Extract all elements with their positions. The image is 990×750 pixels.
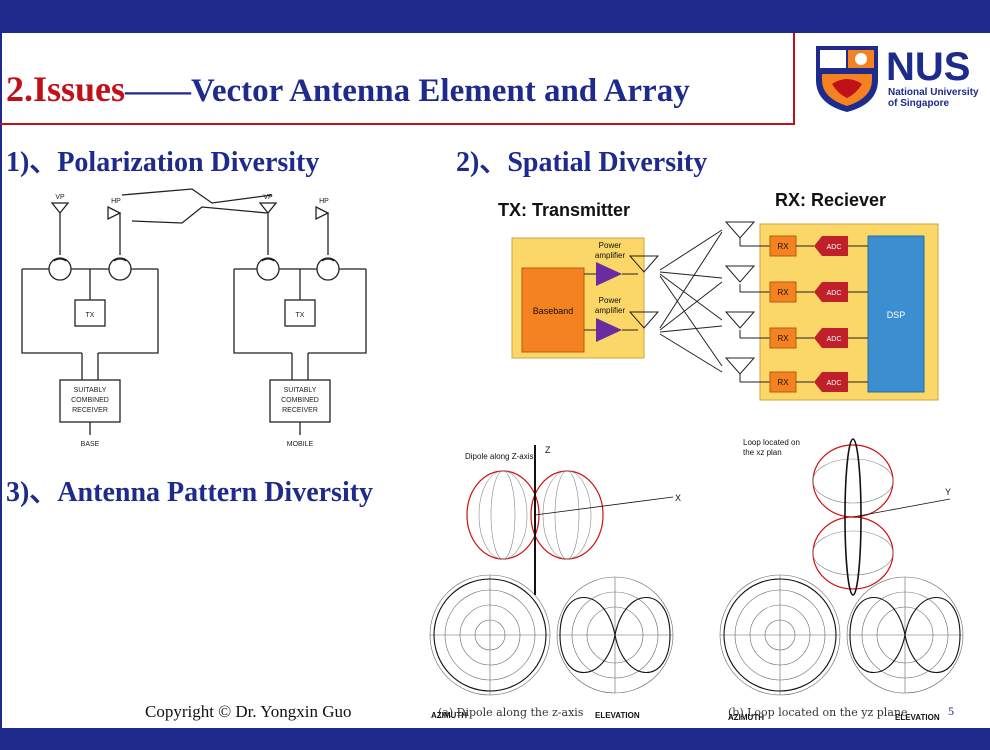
spatial-diversity-diagram: TX: Transmitter RX: Reciever Baseband Po… — [498, 190, 939, 401]
right-receiver-line3: RECEIVER — [282, 407, 318, 414]
elevation-label-a: ELEVATION — [595, 711, 640, 720]
azimuth-label-b: AZIMUTH — [728, 713, 764, 722]
bottom-bar — [0, 728, 990, 750]
baseband-label: Baseband — [533, 306, 574, 316]
logo-line1: National University — [888, 87, 979, 98]
polarization-diagram: VP HP TX SUITABLY COMBINED RECEIVER BASE… — [21, 188, 367, 448]
left-vp-label: VP — [55, 194, 65, 201]
power-amp-2-line2: amplifier — [595, 306, 626, 315]
left-tx-label: TX — [86, 312, 95, 319]
dipole-azimuth-trace — [433, 578, 547, 692]
left-receiver-line3: RECEIVER — [72, 407, 108, 414]
heading-pattern: 3)、Antenna Pattern Diversity — [6, 477, 374, 508]
logo-line2: of Singapore — [888, 98, 950, 109]
right-hp-label: HP — [319, 198, 329, 205]
dipole-elevation-trace — [559, 597, 671, 673]
adc-label: ADC — [827, 290, 842, 297]
pattern-diversity-figure: Dipole along Z-axis Z X Loop located on … — [429, 438, 964, 722]
nus-logo: NUS National University of Singapore — [816, 45, 979, 112]
mobile-label: MOBILE — [287, 441, 314, 448]
loop-pattern-3d — [812, 438, 951, 596]
rx-label: RX — [777, 288, 789, 297]
adc-block — [814, 328, 848, 348]
left-receiver-line1: SUITABLY — [74, 387, 107, 394]
caption-a: (a) Dipole along the z-axis — [438, 706, 584, 719]
page-number: 5 — [948, 704, 954, 718]
dipole-pattern-3d — [466, 445, 674, 595]
heading-polarization: 1)、Polarization Diversity — [6, 147, 320, 178]
rx-title: RX: Reciever — [775, 190, 886, 210]
title-underline — [0, 123, 793, 125]
loop-label-line2: the xz plan — [743, 448, 782, 457]
z-axis-label: Z — [545, 445, 551, 455]
loop-elevation-trace — [849, 597, 961, 673]
elevation-label-b: ELEVATION — [895, 713, 940, 722]
dsp-block — [867, 235, 925, 393]
left-receiver-line2: COMBINED — [71, 397, 109, 404]
adc-label: ADC — [827, 244, 842, 251]
azimuth-label-a: AZIMUTH — [431, 711, 467, 720]
right-receiver-line1: SUITABLY — [284, 387, 317, 394]
rx-label: RX — [777, 378, 789, 387]
tx-title: TX: Transmitter — [498, 200, 630, 220]
rx-label: RX — [777, 334, 789, 343]
baseband-block — [521, 267, 585, 353]
x-axis-label: X — [675, 493, 681, 503]
power-amp-2-icon — [596, 318, 622, 342]
y-axis-label: Y — [945, 487, 951, 497]
left-rule — [0, 33, 2, 728]
adc-label: ADC — [827, 380, 842, 387]
title-text: ——Vector Antenna Element and Array — [125, 73, 690, 109]
right-receiver-line2: COMBINED — [281, 397, 319, 404]
loop-azimuth-trace — [723, 578, 837, 692]
adc-block — [814, 372, 848, 392]
title-number: 2.Issues — [6, 69, 126, 109]
top-bar — [0, 0, 990, 33]
right-tx-label: TX — [296, 312, 305, 319]
logo-wordmark: NUS — [886, 45, 970, 89]
left-hp-label: HP — [111, 198, 121, 205]
copyright: Copyright © Dr. Yongxin Guo — [145, 702, 352, 721]
power-amp-1-icon — [596, 262, 622, 286]
rx-label: RX — [777, 242, 789, 251]
adc-block — [814, 236, 848, 256]
loop-label-line1: Loop located on — [743, 438, 800, 447]
dipole-label: Dipole along Z-axis — [465, 452, 533, 461]
slide-title: 2.Issues——Vector Antenna Element and Arr… — [6, 68, 690, 110]
adc-block — [814, 282, 848, 302]
power-amp-1-line2: amplifier — [595, 251, 626, 260]
title-divider — [793, 33, 795, 125]
base-label: BASE — [81, 441, 100, 448]
heading-spatial: 2)、Spatial Diversity — [456, 147, 708, 178]
power-amp-1-line1: Power — [599, 241, 622, 250]
dsp-label: DSP — [887, 310, 906, 320]
right-vp-label: VP — [263, 194, 273, 201]
power-amp-2-line1: Power — [599, 296, 622, 305]
caption-b: (b) Loop located on the yz plane — [728, 706, 908, 719]
adc-label: ADC — [827, 336, 842, 343]
